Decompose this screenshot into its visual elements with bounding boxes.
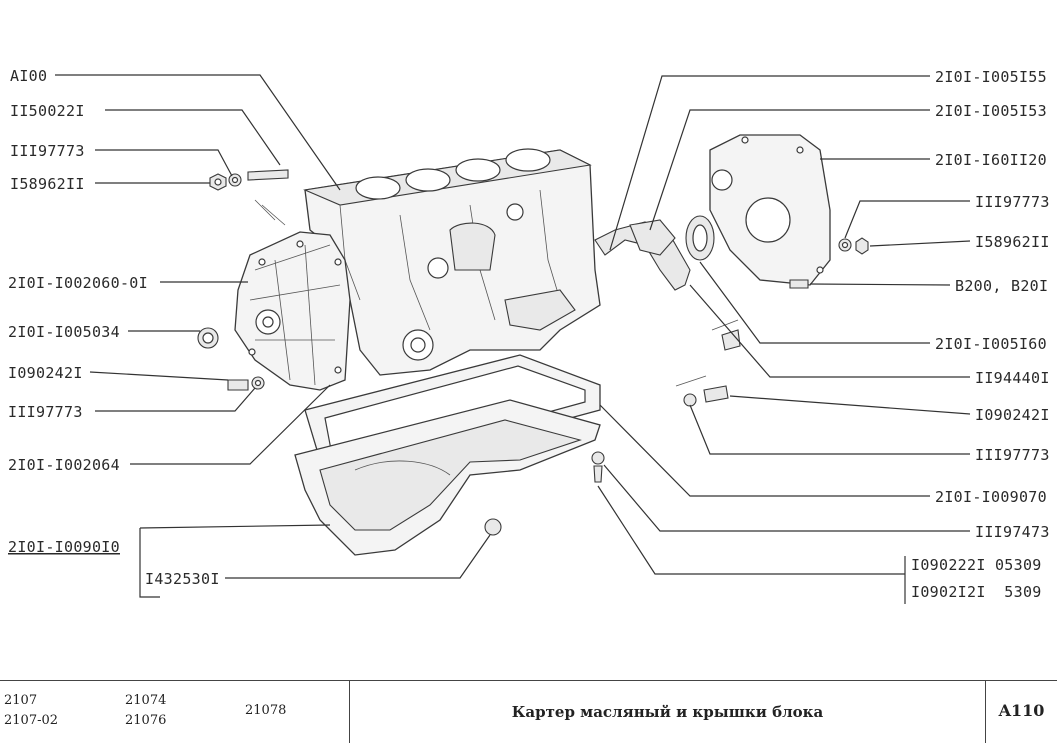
label-2i0i-i002064: 2I0I-I002064 xyxy=(8,456,120,474)
label-iii97473: III97473 xyxy=(975,523,1050,541)
model-21078: 21078 xyxy=(245,703,287,718)
parts-diagram: AI00 II50022I III97773 I58962II 2I0I-I00… xyxy=(8,67,1050,604)
leader-lines-right xyxy=(597,75,971,604)
label-ii50022i: II50022I xyxy=(10,102,85,120)
label-i090242i-a: I090242I xyxy=(8,364,83,382)
hint-line xyxy=(254,199,276,221)
leader-lines-left xyxy=(55,74,491,598)
label-ii94440i: II94440I xyxy=(975,369,1050,387)
label-2i0i-i005034: 2I0I-I005034 xyxy=(8,323,120,341)
label-2i0i-i005i53: 2I0I-I005I53 xyxy=(935,102,1047,120)
labels-right: 2I0I-I005I55 2I0I-I005I53 2I0I-I60II20 I… xyxy=(911,68,1050,601)
label-2i0i-i002060-0i: 2I0I-I002060-0I xyxy=(8,274,148,292)
hint-line xyxy=(261,204,286,226)
label-i090242i-b: I090242I xyxy=(975,406,1050,424)
divider xyxy=(349,681,350,743)
model-2107-02: 2107-02 xyxy=(4,713,59,728)
engine-block xyxy=(303,148,601,376)
label-ai00: AI00 xyxy=(10,67,47,85)
labels-left: AI00 II50022I III97773 I58962II 2I0I-I00… xyxy=(8,67,220,588)
label-2i0i-i60ii20: 2I0I-I60II20 xyxy=(935,151,1047,169)
page-caption: Картер масляный и крышки блока xyxy=(511,703,824,721)
label-iii97773-b: III97773 xyxy=(8,403,83,421)
oil-pan xyxy=(294,399,605,556)
model-21074: 21074 xyxy=(125,693,167,708)
rear-seal-holder xyxy=(594,215,869,407)
label-iii97773-d: III97773 xyxy=(975,446,1050,464)
label-2i0i-i009070: 2I0I-I009070 xyxy=(935,488,1047,506)
label-iii97773-c: III97773 xyxy=(975,193,1050,211)
label-2i0i-i005i60: 2I0I-I005I60 xyxy=(935,335,1047,353)
front-cover xyxy=(234,231,351,391)
model-2107: 2107 xyxy=(4,693,38,708)
model-21076: 21076 xyxy=(125,713,167,728)
footer-title-block: 2107 2107-02 21074 21076 21078 Картер ма… xyxy=(0,680,1057,743)
left-small-parts xyxy=(197,169,289,391)
label-i432530i: I432530I xyxy=(145,570,220,588)
label-iii97773-a: III97773 xyxy=(10,142,85,160)
label-b200-b20i: B200, B20I xyxy=(955,277,1048,295)
label-i0902i2i: I0902I2I 5309 xyxy=(911,583,1042,601)
label-i58962ii-a: I58962II xyxy=(10,175,85,193)
hint-line xyxy=(675,375,707,387)
page-code: A110 xyxy=(998,701,1045,720)
label-2i0i-i0090i0: 2I0I-I0090I0 xyxy=(8,538,120,556)
divider xyxy=(985,681,986,743)
label-2i0i-i005i55: 2I0I-I005I55 xyxy=(935,68,1047,86)
rear-cover xyxy=(709,134,831,286)
label-i090222i: I090222I 05309 xyxy=(911,556,1042,574)
label-i58962ii-b: I58962II xyxy=(975,233,1050,251)
